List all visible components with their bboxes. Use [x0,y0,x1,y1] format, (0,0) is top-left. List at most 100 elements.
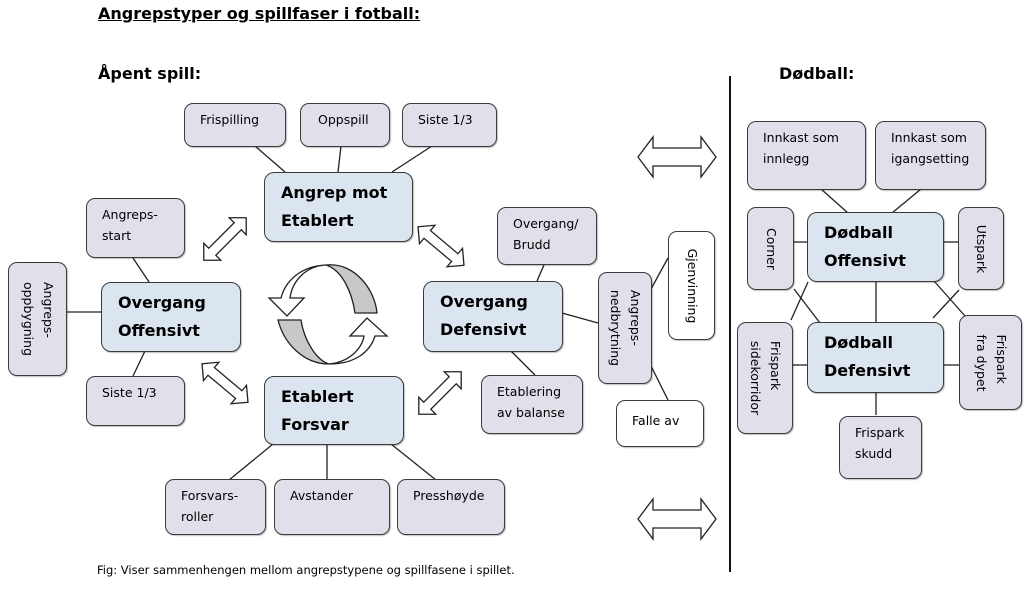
node-label: fra dypet [973,333,989,392]
node-label: Overgang [118,293,206,312]
node-label: Offensivt [824,251,906,270]
connector-line [650,365,669,401]
node-label-vertical: Angreps- oppbygning [18,282,58,356]
node-corner: Corner [747,207,794,290]
node-label: Avstander [290,488,353,503]
node-innkast-igangsetting: Innkast som igangsetting [875,121,986,190]
double-arrow-icon [194,208,256,270]
node-label: Frispark [768,340,783,391]
node-label: Frispilling [200,112,260,127]
node-label: roller [181,509,214,524]
node-label: Offensivt [118,321,200,340]
connector-line [932,289,960,319]
node-gjenvinning: Gjenvinning [668,231,715,340]
connector-line [793,288,821,324]
connector-line [228,443,274,481]
node-label: nedbrytning [608,289,623,367]
node-frispark-dypet: Frispark fra dypet [959,315,1022,410]
node-angrepsoppbygning: Angreps- oppbygning [8,262,67,376]
node-label-vertical: Gjenvinning [682,248,702,323]
node-transition-defensive: Overgang Defensivt [423,281,563,352]
node-label: Siste 1/3 [102,385,157,400]
node-avstander: Avstander [274,479,390,535]
double-arrow-icon [409,362,471,424]
connector-line [132,350,146,377]
node-angrepsnedbrytning: Angreps- nedbrytning [598,272,652,384]
open-play-heading: Åpent spill: [98,64,202,83]
node-label: skudd [855,446,893,461]
node-established-defense: Etablert Forsvar [264,376,404,445]
node-label: Innkast som [891,130,967,145]
diagram-title: Angrepstyper og spillfaser i fotball: [98,4,421,23]
node-frispark-sidekorridor: Frispark sidekorridor [737,322,793,434]
connector-line [820,188,849,214]
node-falle-av: Falle av [616,400,704,447]
node-dead-ball-defensive: Dødball Defensivt [807,322,944,393]
node-dead-ball-offensive: Dødball Offensivt [807,212,944,282]
node-forsvarsroller: Forsvars- roller [165,479,266,535]
connector-line [391,145,433,173]
node-label: Angrep mot [281,183,388,202]
double-arrow-icon [193,353,257,413]
connector-line [561,312,599,324]
node-attack-vs-established: Angrep mot Etablert [264,172,413,242]
node-label: Siste 1/3 [418,112,473,127]
node-label: Defensivt [440,320,527,339]
node-label: Etablert [281,387,354,406]
node-innkast-innlegg: Innkast som innlegg [747,121,866,190]
node-label: innlegg [763,151,810,166]
connector-line [790,281,809,321]
node-transition-offensive: Overgang Offensivt [101,282,241,352]
figure-caption: Fig: Viser sammenhengen mellom angrepsty… [97,563,515,577]
node-label-vertical: Corner [761,227,781,269]
node-label: igangsetting [891,151,970,166]
node-label: Frispark [993,333,1009,384]
node-label: Overgang/ [513,216,579,231]
node-siste-tredjedel-2: Siste 1/3 [86,376,185,426]
node-label: Defensivt [824,361,911,380]
node-frispilling: Frispilling [184,103,286,147]
node-label: Dødball [824,223,893,242]
node-label: Corner [763,227,779,270]
node-label-vertical: Angreps- nedbrytning [605,290,645,366]
double-arrow-icon [637,497,717,541]
double-arrow-icon [637,135,717,179]
node-label: Falle av [632,413,680,428]
node-label: Angreps- [102,207,158,222]
node-presshoyde: Presshøyde [397,479,505,535]
node-etablering-balanse: Etablering av balanse [481,375,583,434]
connector-line [254,145,286,173]
node-label: Forsvar [281,415,349,434]
connector-line [337,145,342,173]
section-divider [729,76,731,572]
node-utspark: Utspark [958,207,1004,290]
node-label: av balanse [497,405,565,420]
node-label: Etablering [497,384,562,399]
node-frispark-skudd: Frispark skudd [839,416,922,479]
connector-line [510,350,536,376]
node-label-vertical: Frispark fra dypet [971,334,1011,391]
node-label: start [102,228,132,243]
node-label: Brudd [513,237,551,252]
node-overgang-brudd: Overgang/ Brudd [497,207,597,265]
node-label: Oppspill [318,112,369,127]
node-label: Gjenvinning [684,248,700,323]
node-label-vertical: Frispark sidekorridor [745,341,785,415]
node-label-vertical: Utspark [971,224,991,273]
dead-ball-heading: Dødball: [779,64,855,83]
node-label: Angreps- [40,281,56,338]
node-label: Frispark [855,425,905,440]
node-label: Presshøyde [413,488,485,503]
node-label: oppbygning [20,281,36,357]
cycle-arrows-icon [267,264,389,365]
connector-line [390,443,437,481]
node-label: Dødball [824,333,893,352]
node-oppspill: Oppspill [300,103,390,147]
connector-line [536,264,545,282]
connector-line [132,257,150,283]
node-label: Forsvars- [181,488,239,503]
connector-line [891,188,922,214]
node-label: Overgang [440,292,528,311]
